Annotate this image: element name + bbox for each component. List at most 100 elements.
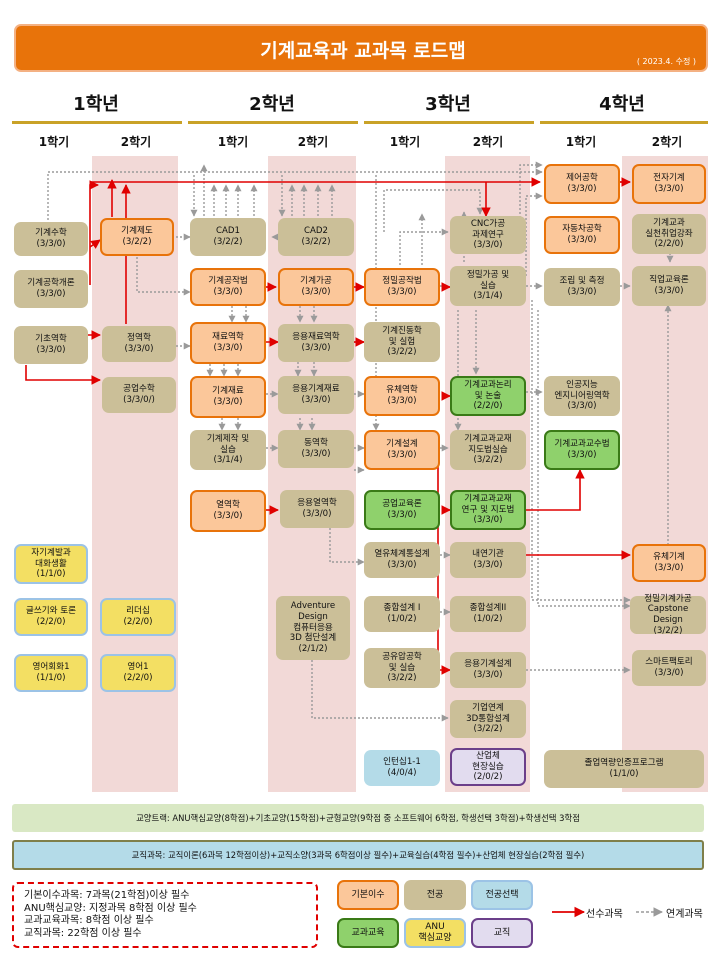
year-3: 3학년 xyxy=(425,94,471,115)
course-box: 기계가공(3/3/0) xyxy=(278,268,354,306)
requirements-note: 기본이수과목: 7과목(21학점)이상 필수 ANU핵심교양: 지정과목 8학점… xyxy=(12,882,318,948)
course-box: 기계수학(3/3/0) xyxy=(14,222,88,256)
course-box: 동역학(3/3/0) xyxy=(278,430,354,468)
course-box: 기계진동학 및 실험(3/2/2) xyxy=(364,322,440,362)
course-box: 기계교과논리 및 논술(2/2/0) xyxy=(450,376,526,416)
linked-legend-arrow xyxy=(636,907,663,917)
linked-arrow xyxy=(531,300,631,604)
course-box: 재료역학(3/3/0) xyxy=(190,322,266,364)
course-box: 기계교과 실천취업강좌(2/2/0) xyxy=(632,214,706,254)
legend-basic: 기본이수 xyxy=(337,880,399,910)
course-box: 내연기관(3/3/0) xyxy=(450,542,526,578)
legend-teaching: 교직 xyxy=(471,918,533,948)
course-box: Adventure Design 컴퓨터응용 3D 첨단설계(2/1/2) xyxy=(276,596,350,660)
year-3-line xyxy=(364,121,534,124)
linked-arrow xyxy=(311,660,449,722)
course-box: 조립 및 측정(3/3/0) xyxy=(544,268,620,306)
linked-arrow xyxy=(383,189,484,232)
course-box: 기계설계(3/3/0) xyxy=(364,430,440,470)
course-box: 기계공작법(3/3/0) xyxy=(190,268,266,306)
course-box: 자동차공학(3/3/0) xyxy=(544,216,620,254)
page-title: 기계교육과 교과목 로드맵 xyxy=(260,40,466,62)
semester-header: 2학기 xyxy=(120,135,152,149)
prereq-arrow xyxy=(524,469,585,511)
year-1: 1학년 xyxy=(73,94,119,115)
semester-header: 2학기 xyxy=(651,135,683,149)
course-box: 자기계발과 대화생활(1/1/0) xyxy=(14,544,88,584)
semester-header: 1학기 xyxy=(217,135,249,149)
year-1-line xyxy=(12,121,182,124)
semester-header: 2학기 xyxy=(297,135,329,149)
course-box: 전자기계(3/3/0) xyxy=(632,164,706,204)
course-box: 스마트팩토리(3/3/0) xyxy=(632,650,706,686)
course-box: 기계교과교재 지도법실습(3/2/2) xyxy=(450,430,526,470)
note-line: 교직과목: 22학점 이상 필수 xyxy=(24,927,142,939)
course-box: 인공지능 엔지니어링역학(3/3/0) xyxy=(544,376,620,416)
legend-anu-core: ANU 핵심교양 xyxy=(404,918,466,948)
prereq-legend-arrow xyxy=(552,906,586,918)
linked-arrow xyxy=(47,168,543,220)
course-box: 정밀기계가공 Capstone Design(3/2/2) xyxy=(630,594,706,636)
course-box: 열역학(3/3/0) xyxy=(190,490,266,532)
course-box: 유체역학(3/3/0) xyxy=(364,376,440,416)
prereq-arrow xyxy=(89,180,99,285)
linked-arrow xyxy=(519,161,543,222)
course-box: 산업체 현장실습(2/0/2) xyxy=(450,748,526,786)
course-box: 영어회화1(1/1/0) xyxy=(14,654,88,692)
teaching-course-bar: 교직과목: 교직이론(6과목 12학점이상)+교직소양(3과목 6학점이상 필수… xyxy=(12,840,704,870)
general-track-bar: 교양트랙: ANU핵심교양(8학점)+기초교양(15학점)+균형교양(9학점 중… xyxy=(12,804,704,832)
course-box: 기계제작 및 실습(3/1/4) xyxy=(190,430,266,470)
semester-header: 1학기 xyxy=(389,135,421,149)
course-box: 졸업역량인증프로그램(1/1/0) xyxy=(544,750,704,788)
legend-linked-label: 연계과목 xyxy=(666,909,703,920)
prereq-arrow xyxy=(89,239,101,249)
course-box: 글쓰기와 토론(2/2/0) xyxy=(14,598,88,636)
year-4-line xyxy=(540,121,708,124)
course-box: 종합설계II(1/0/2) xyxy=(450,596,526,632)
course-box: 응용열역학(3/3/0) xyxy=(280,490,354,528)
course-box: 정밀가공 및 실습(3/1/4) xyxy=(450,266,526,306)
course-box: 응용재료역학(3/3/0) xyxy=(278,324,354,362)
course-box: 열유체계통설계(3/3/0) xyxy=(364,542,440,578)
course-box: 정밀공작법(3/3/0) xyxy=(364,268,440,306)
course-box: 기초역학(3/3/0) xyxy=(14,326,88,364)
course-box: 인턴십1-1(4/0/4) xyxy=(364,750,440,786)
linked-arrow xyxy=(525,192,543,276)
legend-major-elective: 전공선택 xyxy=(471,880,533,910)
year-4: 4학년 xyxy=(599,94,645,115)
course-box: 기계교과교재 연구 및 지도법(3/3/0) xyxy=(450,490,526,530)
note-line: 교과교육과목: 8학점 이상 필수 xyxy=(24,915,154,926)
course-box: 응용기계재료(3/3/0) xyxy=(278,376,354,414)
linked-arrow xyxy=(537,310,631,610)
legend-major: 전공 xyxy=(404,880,466,910)
legend-prereq-label: 선수과목 xyxy=(586,909,623,920)
course-box: 종합설계 I(1/0/2) xyxy=(364,596,440,632)
course-box: 리더십(2/2/0) xyxy=(100,598,176,636)
year-2-line xyxy=(188,121,358,124)
semester-header: 2학기 xyxy=(472,135,504,149)
course-box: 기업연계 3D통합설계(3/2/2) xyxy=(450,700,526,738)
semester-header: 1학기 xyxy=(565,135,597,149)
course-box: 공업수학(3/3/0/) xyxy=(102,377,176,413)
course-box: 기계제도(3/2/2) xyxy=(100,218,174,256)
linked-arrow xyxy=(329,524,365,566)
course-box: CAD2(3/2/2) xyxy=(278,218,354,256)
year-2: 2학년 xyxy=(249,94,295,115)
course-box: CNC가공 과제연구(3/3/0) xyxy=(450,216,526,254)
linked-arrow xyxy=(136,257,191,296)
note-line: ANU핵심교양: 지정과목 8학점 이상 필수 xyxy=(24,902,197,914)
legend-subject-edu: 교과교육 xyxy=(337,918,399,948)
course-box: 응용기계설계(3/3/0) xyxy=(450,652,526,688)
title-banner: 기계교육과 교과목 로드맵 ( 2023.4. 수정 ) xyxy=(14,24,708,72)
course-box: 제어공학(3/3/0) xyxy=(544,164,620,204)
course-box: 공유압공학 및 실습(3/2/2) xyxy=(364,648,440,688)
linked-arrow xyxy=(399,228,449,265)
course-box: 정역학(3/3/0) xyxy=(102,326,176,362)
note-line: 기본이수과목: 7과목(21학점)이상 필수 xyxy=(24,890,190,901)
course-box: 직업교육론(3/3/0) xyxy=(632,266,706,306)
course-box: 기계교과교수법(3/3/0) xyxy=(544,430,620,470)
course-box: 기계재료(3/3/0) xyxy=(190,376,266,418)
course-box: CAD1(3/2/2) xyxy=(190,218,266,256)
course-box: 유체기계(3/3/0) xyxy=(632,544,706,582)
course-box: 영어1(2/2/0) xyxy=(100,654,176,692)
